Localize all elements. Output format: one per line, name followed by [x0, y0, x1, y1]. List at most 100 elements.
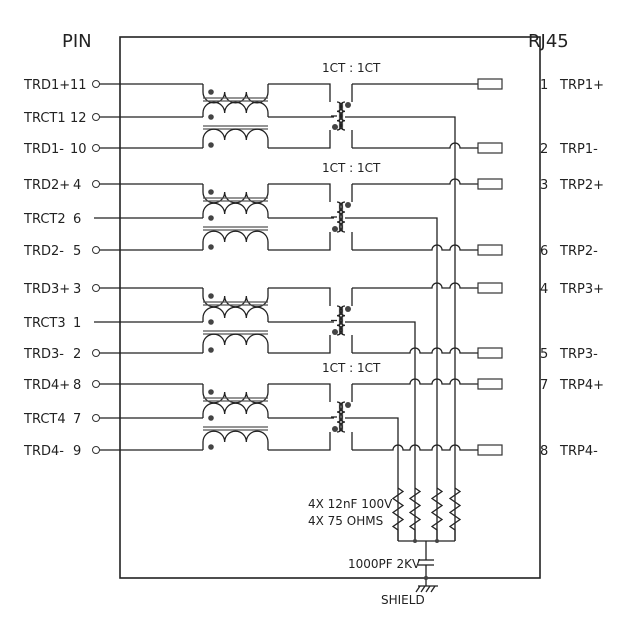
wire: [352, 244, 478, 251]
wire: [268, 130, 331, 149]
resistor-spec-label: 4X 12nF 100V: [308, 497, 393, 511]
rj45-pin-number: 5: [540, 347, 548, 362]
winding: [202, 333, 269, 346]
winding: [202, 402, 269, 415]
termination-resistor: [391, 487, 405, 541]
isolation-transformer: [202, 384, 269, 450]
wire: [352, 142, 478, 149]
turns-ratio-label: 1CT : 1CT: [322, 61, 381, 75]
junction-dot: [413, 539, 417, 543]
polarity-dot-icon: [208, 189, 214, 195]
ground-hatch: [420, 585, 426, 593]
winding: [202, 230, 269, 243]
pin-header: PIN: [62, 31, 92, 52]
polarity-dot-icon: [208, 319, 214, 325]
pin-number: 3: [73, 282, 81, 297]
wire: [268, 432, 331, 451]
rj45-pin-number: 8: [540, 444, 548, 459]
winding: [336, 401, 343, 433]
pin-terminal-icon: [92, 144, 100, 152]
rj45-pin-number: 6: [540, 244, 548, 259]
rj45-signal-label: TRP1-: [559, 142, 598, 157]
winding: [336, 201, 343, 233]
center-tap-wire: [345, 217, 438, 541]
turns-ratio-label: 1CT : 1CT: [322, 361, 381, 375]
pin-number: 4: [73, 178, 81, 193]
ground-hatch: [425, 585, 431, 593]
winding: [339, 101, 346, 131]
polarity-dot-icon: [208, 444, 214, 450]
pin-number: 12: [70, 111, 87, 126]
termination-resistor: [408, 487, 422, 541]
wire: [268, 287, 331, 306]
center-tap-wire: [345, 116, 456, 541]
ground-hatch: [430, 585, 436, 593]
rj45-contact-pad: [477, 78, 503, 90]
winding: [202, 430, 269, 443]
pin-terminal-icon: [92, 380, 100, 388]
polarity-dot-icon: [208, 89, 214, 95]
pin-number: 9: [73, 444, 81, 459]
pin-number: 2: [73, 347, 81, 362]
polarity-dot-icon: [345, 102, 351, 108]
rj45-pin-number: 4: [540, 282, 548, 297]
rj45-pin-number: 1: [540, 78, 548, 93]
rj45-contact-pad: [477, 178, 503, 190]
polarity-dot-icon: [208, 293, 214, 299]
winding: [339, 401, 346, 433]
signal-label: TRCT3: [23, 316, 66, 331]
junction-dot: [435, 539, 439, 543]
polarity-dot-icon: [345, 402, 351, 408]
pin-number: 8: [73, 378, 81, 393]
pin-terminal-icon: [92, 246, 100, 254]
pin-terminal-icon: [92, 349, 100, 357]
winding: [336, 101, 343, 131]
signal-label: TRD1-: [23, 142, 64, 157]
polarity-dot-icon: [208, 114, 214, 120]
rj45-signal-label: TRP1+: [559, 78, 604, 93]
rj45-signal-label: TRP2-: [559, 244, 598, 259]
polarity-dot-icon: [208, 389, 214, 395]
termination-resistor: [430, 487, 444, 541]
termination-resistor: [448, 487, 462, 541]
rj45-contact-pad: [477, 444, 503, 456]
pin-terminal-icon: [92, 284, 100, 292]
winding: [202, 128, 269, 141]
common-mode-choke: [331, 305, 351, 336]
polarity-dot-icon: [208, 415, 214, 421]
pin-number: 11: [70, 78, 87, 93]
wire: [352, 378, 478, 385]
winding: [202, 101, 269, 114]
rj45-signal-label: TRP3-: [559, 347, 598, 362]
signal-label: TRCT1: [23, 111, 66, 126]
wire: [268, 232, 331, 251]
winding: [202, 202, 269, 215]
common-mode-choke: [331, 201, 351, 233]
pin-terminal-icon: [92, 446, 100, 454]
polarity-dot-icon: [332, 226, 338, 232]
rj45-pin-number: 7: [540, 378, 548, 393]
signal-label: TRD2-: [23, 244, 64, 259]
rj45-contact-pad: [477, 282, 503, 294]
turns-ratio-label: 1CT : 1CT: [322, 161, 381, 175]
signal-label: TRD2+: [23, 178, 70, 193]
common-mode-choke: [331, 101, 351, 131]
resistor-spec-label: 4X 75 OHMS: [308, 514, 383, 528]
pin-terminal-icon: [92, 113, 100, 121]
signal-label: TRD3+: [23, 282, 70, 297]
wire: [268, 83, 331, 102]
common-mode-choke: [331, 401, 351, 433]
rj45-contact-pad: [477, 244, 503, 256]
isolation-transformer: [202, 288, 269, 353]
polarity-dot-icon: [208, 347, 214, 353]
rj45-signal-label: TRP2+: [559, 178, 604, 193]
polarity-dot-icon: [345, 202, 351, 208]
winding: [339, 201, 346, 233]
signal-label: TRD3-: [23, 347, 64, 362]
signal-label: TRD1+: [23, 78, 70, 93]
pin-terminal-icon: [92, 414, 100, 422]
polarity-dot-icon: [208, 244, 214, 250]
